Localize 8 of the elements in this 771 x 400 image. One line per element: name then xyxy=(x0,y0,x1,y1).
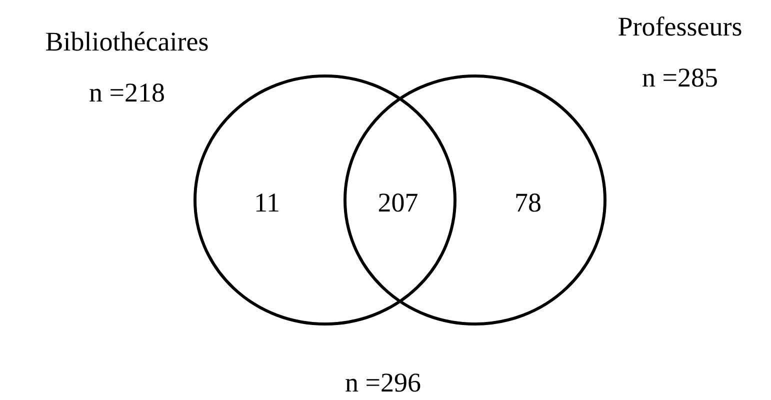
set-size: n =285 xyxy=(642,64,718,92)
region-count: 11 xyxy=(254,190,280,216)
set-title: Bibliothécaires xyxy=(45,28,209,56)
set-size: n =218 xyxy=(89,80,165,106)
region-count: 78 xyxy=(514,190,542,216)
set-title: Professeurs xyxy=(618,14,742,40)
region-count: 207 xyxy=(378,190,418,216)
total-count: n =296 xyxy=(345,370,421,396)
